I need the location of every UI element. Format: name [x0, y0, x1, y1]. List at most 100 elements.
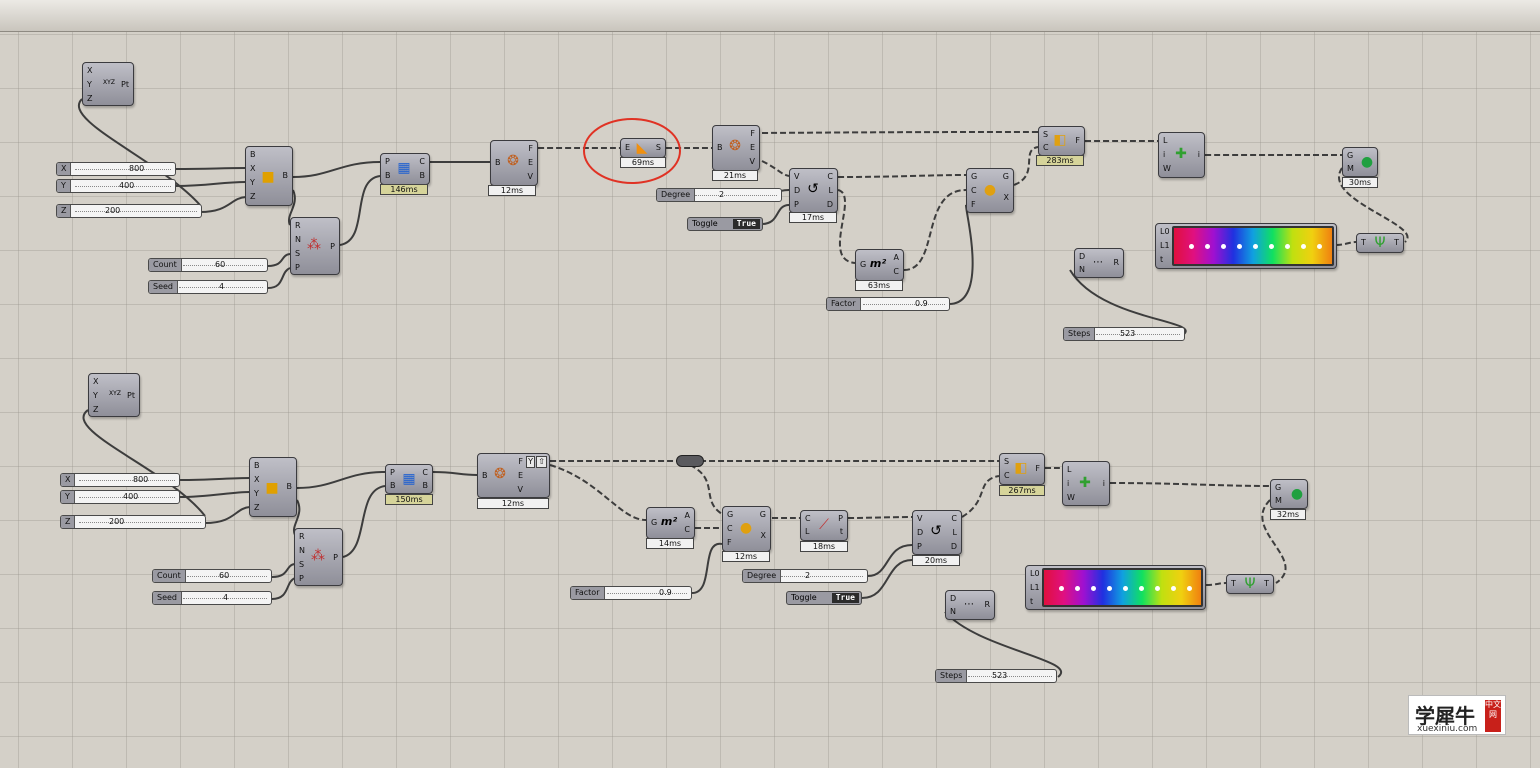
input-port[interactable]: L0	[1030, 569, 1040, 578]
input-port[interactable]: T	[1231, 579, 1236, 588]
output-port[interactable]: T	[1264, 579, 1269, 588]
input-port[interactable]: T	[1361, 238, 1366, 247]
input-port[interactable]: P	[385, 157, 390, 166]
output-port[interactable]: G	[1002, 172, 1009, 181]
gradient-handle[interactable]	[1075, 585, 1080, 591]
populate-component[interactable]: R N S P ⁂ P	[290, 217, 340, 275]
input-port[interactable]: Z	[87, 94, 93, 103]
gradient-bar[interactable]	[1172, 226, 1334, 266]
input-port[interactable]: Y	[254, 489, 259, 498]
input-port[interactable]: X	[87, 66, 93, 75]
gradient-handle[interactable]	[1189, 244, 1194, 249]
input-port[interactable]: B	[254, 461, 260, 470]
input-port[interactable]: D	[794, 186, 801, 195]
output-port[interactable]: Pt	[127, 391, 135, 400]
input-port[interactable]: t	[1160, 255, 1164, 264]
gradient-component[interactable]: L0 L1 t	[1025, 565, 1206, 610]
input-port[interactable]: W	[1067, 493, 1075, 502]
input-port[interactable]: V	[917, 514, 923, 523]
output-port[interactable]: E	[527, 158, 533, 167]
input-port[interactable]: S	[299, 560, 305, 569]
output-port[interactable]: R	[984, 600, 990, 609]
input-port[interactable]: C	[971, 186, 977, 195]
output-port[interactable]: C	[893, 267, 899, 276]
input-port[interactable]: S	[295, 249, 301, 258]
input-port[interactable]: i	[1067, 479, 1070, 488]
gradient-handle[interactable]	[1091, 585, 1096, 591]
output-port[interactable]: P	[330, 242, 335, 251]
interpolate-curve-component[interactable]: V D P ↺ C L D	[912, 510, 962, 555]
z-slider[interactable]: Z 200	[60, 515, 206, 529]
gradient-handle[interactable]	[1285, 244, 1290, 249]
input-port[interactable]: Y	[87, 80, 92, 89]
input-port[interactable]: E	[625, 143, 631, 152]
gradient-handle[interactable]	[1059, 585, 1064, 591]
output-port[interactable]: D	[950, 542, 957, 551]
input-port[interactable]: G	[971, 172, 978, 181]
deconstruct-brep-component[interactable]: B ❂ F E V	[712, 125, 760, 171]
steps-slider[interactable]: Steps 523	[1063, 327, 1185, 341]
custom-preview-component[interactable]: G M ●	[1342, 147, 1378, 177]
output-port[interactable]: t	[839, 527, 843, 536]
input-port[interactable]: F	[971, 200, 976, 209]
custom-preview-component[interactable]: G M ●	[1270, 479, 1308, 509]
input-port[interactable]: B	[482, 471, 488, 480]
highlighted-component[interactable]: E ◣ S	[620, 138, 666, 158]
output-port[interactable]: C	[419, 157, 425, 166]
output-port[interactable]: V	[749, 157, 755, 166]
output-port[interactable]: B	[419, 171, 426, 180]
input-port[interactable]: C	[1043, 143, 1049, 152]
seed-slider[interactable]: Seed 4	[148, 280, 268, 294]
steps-slider[interactable]: Steps 523	[935, 669, 1057, 683]
z-slider[interactable]: Z 200	[56, 204, 202, 218]
gradient-handle[interactable]	[1269, 244, 1274, 249]
construct-point-component[interactable]: X Y Z XYZ Pt	[88, 373, 140, 417]
input-port[interactable]: V	[794, 172, 800, 181]
gradient-handle[interactable]	[1253, 244, 1258, 249]
box-component[interactable]: B X Y Z ■ B	[245, 146, 293, 206]
output-port[interactable]: F	[1035, 464, 1040, 473]
input-port[interactable]: Y	[93, 391, 98, 400]
input-port[interactable]: L1	[1160, 241, 1170, 250]
gradient-component[interactable]: L0 L1 t	[1155, 223, 1337, 269]
input-port[interactable]: L	[805, 527, 810, 536]
output-port[interactable]: R	[1113, 258, 1119, 267]
input-port[interactable]: F	[727, 538, 732, 547]
input-port[interactable]: G	[1347, 151, 1354, 160]
input-port[interactable]: L1	[1030, 583, 1040, 592]
output-port[interactable]: B	[422, 481, 429, 490]
input-port[interactable]: L	[1067, 465, 1072, 474]
output-port[interactable]: C	[827, 172, 833, 181]
output-port[interactable]: G	[759, 510, 766, 519]
gradient-handle[interactable]	[1155, 585, 1160, 591]
output-port[interactable]: X	[1003, 193, 1009, 202]
input-port[interactable]: Z	[250, 192, 256, 201]
input-port[interactable]: R	[299, 532, 305, 541]
degree-slider[interactable]: Degree 2	[742, 569, 868, 583]
output-port[interactable]: A	[893, 253, 899, 262]
wire-relay[interactable]	[676, 455, 704, 467]
y-slider[interactable]: Y 400	[56, 179, 176, 193]
gradient-handle[interactable]	[1317, 244, 1322, 249]
input-port[interactable]: L	[1163, 136, 1168, 145]
input-port[interactable]: C	[727, 524, 733, 533]
input-port[interactable]: P	[794, 200, 799, 209]
area-component[interactable]: G m² A C	[855, 249, 904, 281]
input-port[interactable]: M	[1275, 496, 1282, 505]
output-port[interactable]: F	[528, 144, 533, 153]
tree-component[interactable]: T Ψ T	[1226, 574, 1274, 594]
toggle-value[interactable]: True	[732, 219, 760, 229]
input-port[interactable]: B	[385, 171, 391, 180]
input-port[interactable]: C	[1004, 471, 1010, 480]
line-component[interactable]: C L ⟋ P t	[800, 510, 848, 541]
boolean-toggle[interactable]: Toggle True	[687, 217, 763, 231]
output-port[interactable]: F	[750, 129, 755, 138]
gradient-handle[interactable]	[1107, 585, 1112, 591]
x-slider[interactable]: X 800	[60, 473, 180, 487]
input-port[interactable]: Z	[93, 405, 99, 414]
flatten-flag[interactable]: Y	[526, 456, 535, 468]
gradient-handle[interactable]	[1301, 244, 1306, 249]
input-port[interactable]: C	[805, 514, 811, 523]
output-port[interactable]: L	[952, 528, 957, 537]
output-port[interactable]: F	[1075, 136, 1080, 145]
